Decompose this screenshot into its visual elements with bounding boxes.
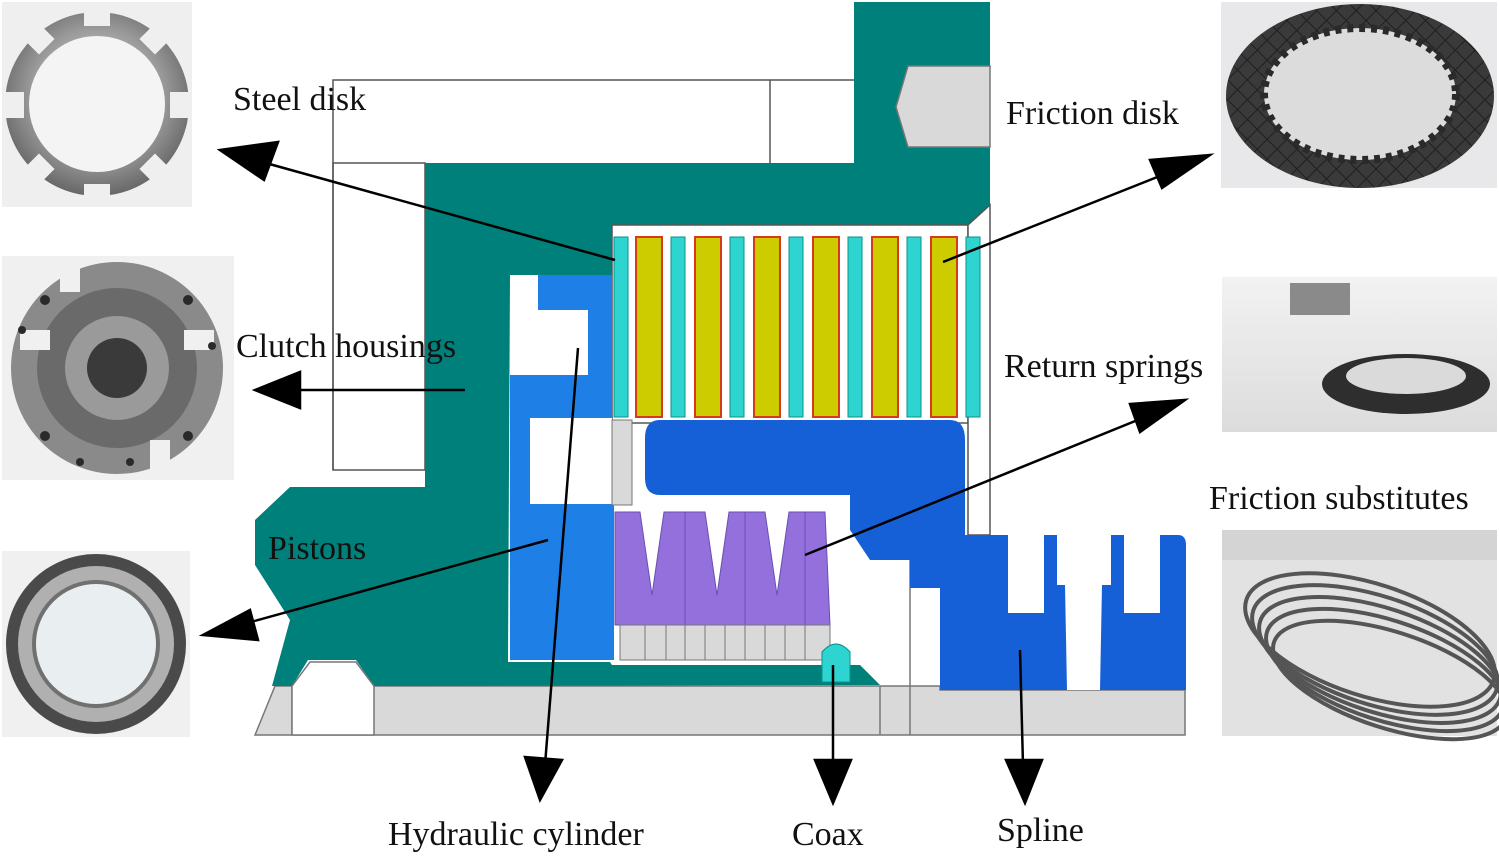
housing-bore — [895, 65, 991, 148]
pressure-plate — [645, 420, 1186, 690]
clutch-housing — [255, 2, 990, 686]
label-hydraulic-cylinder: Hydraulic cylinder — [388, 816, 645, 853]
label-friction-disk: Friction disk — [1006, 95, 1179, 132]
return-spring-photo — [1222, 277, 1497, 432]
shaft — [253, 685, 1186, 736]
clutch-housing-photo — [2, 256, 234, 480]
label-coax: Coax — [792, 816, 864, 853]
friction-substitutes-photo — [1222, 530, 1499, 742]
friction-disk-photo — [1221, 2, 1497, 188]
piston-guide — [611, 419, 633, 506]
label-return-springs: Return springs — [1004, 348, 1203, 385]
friction-disks — [635, 236, 958, 418]
spring-seat — [619, 624, 831, 661]
return-springs — [614, 511, 831, 626]
label-friction-substitutes: Friction substitutes — [1209, 480, 1469, 517]
spline-gap — [1065, 585, 1102, 690]
housing-bottom-cutout — [291, 661, 375, 736]
steel-disks — [613, 236, 981, 418]
coax-bump — [821, 643, 851, 683]
label-pistons: Pistons — [268, 530, 366, 567]
label-steel-disk: Steel disk — [233, 81, 366, 118]
label-spline: Spline — [997, 812, 1084, 849]
label-clutch-housings: Clutch housings — [236, 328, 456, 365]
piston-chamber — [510, 275, 588, 375]
steel-disk-photo — [2, 2, 192, 207]
piston-photo — [2, 551, 190, 737]
spline-teeth — [1008, 535, 1160, 613]
callout-arrows — [198, 140, 1215, 807]
